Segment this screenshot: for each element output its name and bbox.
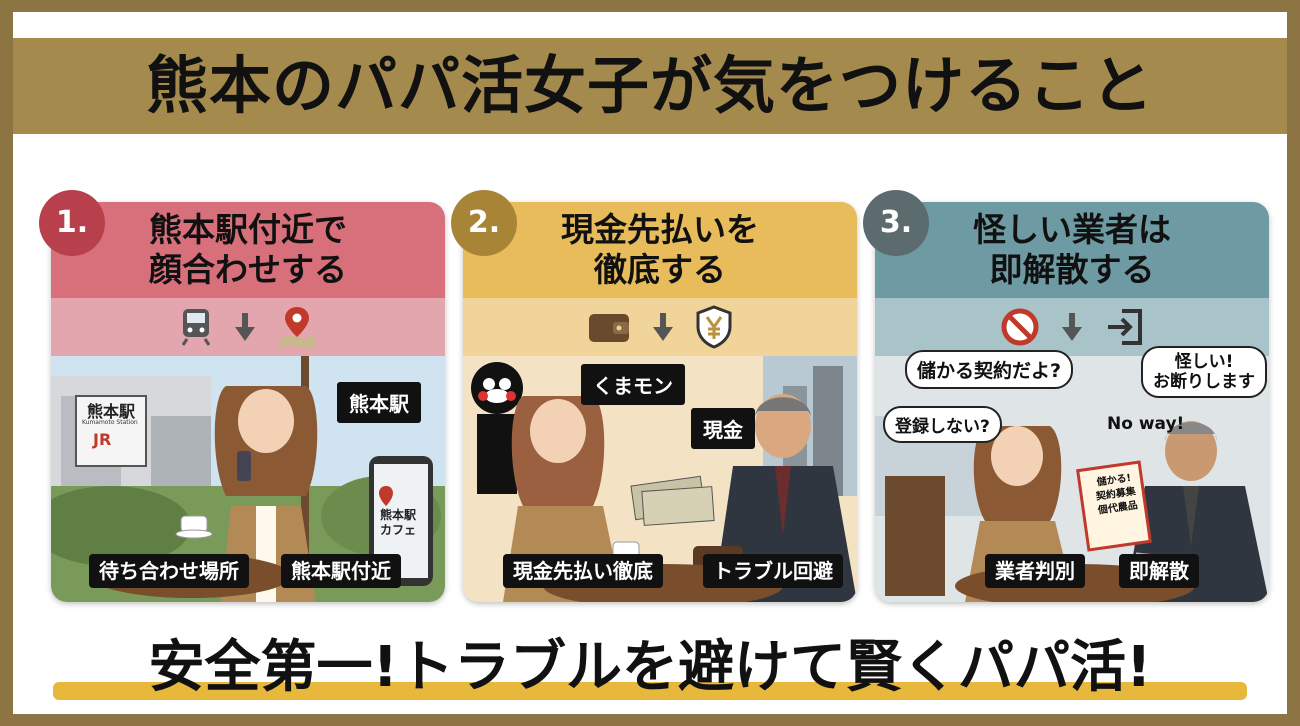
panel-heading-line1: 怪しい業者は — [973, 210, 1171, 249]
phone-label-line1: 熊本駅 — [380, 508, 417, 522]
arrow-down-icon — [653, 313, 673, 341]
speech-bubble-profit-contract: 儲かる契約だよ? — [905, 350, 1074, 389]
slogan-text: 安全第一!トラブルを避けて賢くパパ活! — [148, 635, 1152, 700]
phone-map-label: 熊本駅 カフェ — [380, 508, 416, 538]
yen-shield-icon — [696, 305, 732, 349]
slogan-highlight — [53, 682, 1247, 700]
panel-heading-line2: 顔合わせする — [149, 250, 347, 289]
suspicious-dealer-scene: 儲かる契約だよ? 登録しない? 怪しい! お断りします No way! 儲かる!… — [875, 346, 1269, 602]
speech-bubble-refuse: 怪しい! お断りします — [1141, 346, 1267, 398]
panel-heading-line2: 即解散する — [989, 250, 1155, 289]
wallet-icon — [589, 314, 629, 342]
panel-meet-near-station: 熊本駅付近で 顔合わせする — [51, 202, 445, 602]
station-cafe-scene: 熊本駅 Kumamoto Station JR 熊本駅 熊本駅 カフェ 待ち合わ… — [51, 356, 445, 602]
refuse-line1: 怪しい! — [1174, 352, 1234, 372]
panel-heading: 熊本駅付近で 顔合わせする — [51, 202, 445, 298]
train-icon — [181, 309, 211, 346]
prohibited-icon — [1001, 308, 1039, 346]
panel-heading-line1: 現金先払いを — [561, 210, 759, 249]
speech-bubble-register: 登録しない? — [883, 406, 1002, 443]
arrow-down-icon — [1062, 313, 1082, 341]
tag-leave-immediately: 即解散 — [1119, 554, 1199, 588]
tag-avoid-trouble: トラブル回避 — [703, 554, 843, 588]
speech-bubble-cash: 現金 — [691, 408, 755, 449]
panel-cash-prepay: 現金先払いを 徹底する — [463, 202, 857, 602]
panel-heading-line1: 熊本駅付近で — [149, 210, 347, 249]
speech-bubble-station: 熊本駅 — [337, 382, 421, 423]
tag-identify-dealer: 業者判別 — [985, 554, 1085, 588]
arrow-down-icon — [235, 313, 255, 341]
page-title: 熊本のパパ活女子が気をつけること — [145, 49, 1154, 122]
tag-cash-prepay: 現金先払い徹底 — [503, 554, 663, 588]
step-number-3: 3. — [863, 190, 929, 256]
cash-payment-scene: くまモン 現金 現金先払い徹底 トラブル回避 — [463, 356, 857, 602]
phone-label-line2: カフェ — [380, 523, 417, 537]
panel-heading: 怪しい業者は 即解散する — [875, 202, 1269, 298]
panel-heading-line2: 徹底する — [594, 250, 726, 289]
exclaim-no-way: No way! — [1107, 414, 1185, 434]
station-sign-en: Kumamoto Station — [82, 419, 138, 426]
panel-icon-row — [463, 298, 857, 356]
jr-logo: JR — [93, 430, 112, 449]
tag-meeting-place: 待ち合わせ場所 — [89, 554, 249, 588]
step-number-1: 1. — [39, 190, 105, 256]
slogan: 安全第一!トラブルを避けて賢くパパ活! — [13, 632, 1287, 704]
step-number-2: 2. — [451, 190, 517, 256]
title-band — [13, 38, 1287, 134]
panel-icon-row — [51, 298, 445, 356]
contract-document: 儲かる! 契約募集 個代農品 — [1088, 471, 1143, 520]
panel-leave-suspicious: 怪しい業者は 即解散する — [875, 202, 1269, 602]
station-sign: 熊本駅 — [87, 402, 136, 421]
infographic-frame: 熊本のパパ活女子が気をつけること 熊本駅付近で 顔合わせする — [13, 12, 1287, 714]
speech-bubble-kumamon: くまモン — [581, 364, 685, 405]
exit-icon — [1108, 309, 1142, 345]
panel-heading: 現金先払いを 徹底する — [463, 202, 857, 298]
refuse-line2: お断りします — [1153, 372, 1255, 392]
tag-near-station: 熊本駅付近 — [281, 554, 401, 588]
map-pin-icon — [279, 307, 315, 349]
